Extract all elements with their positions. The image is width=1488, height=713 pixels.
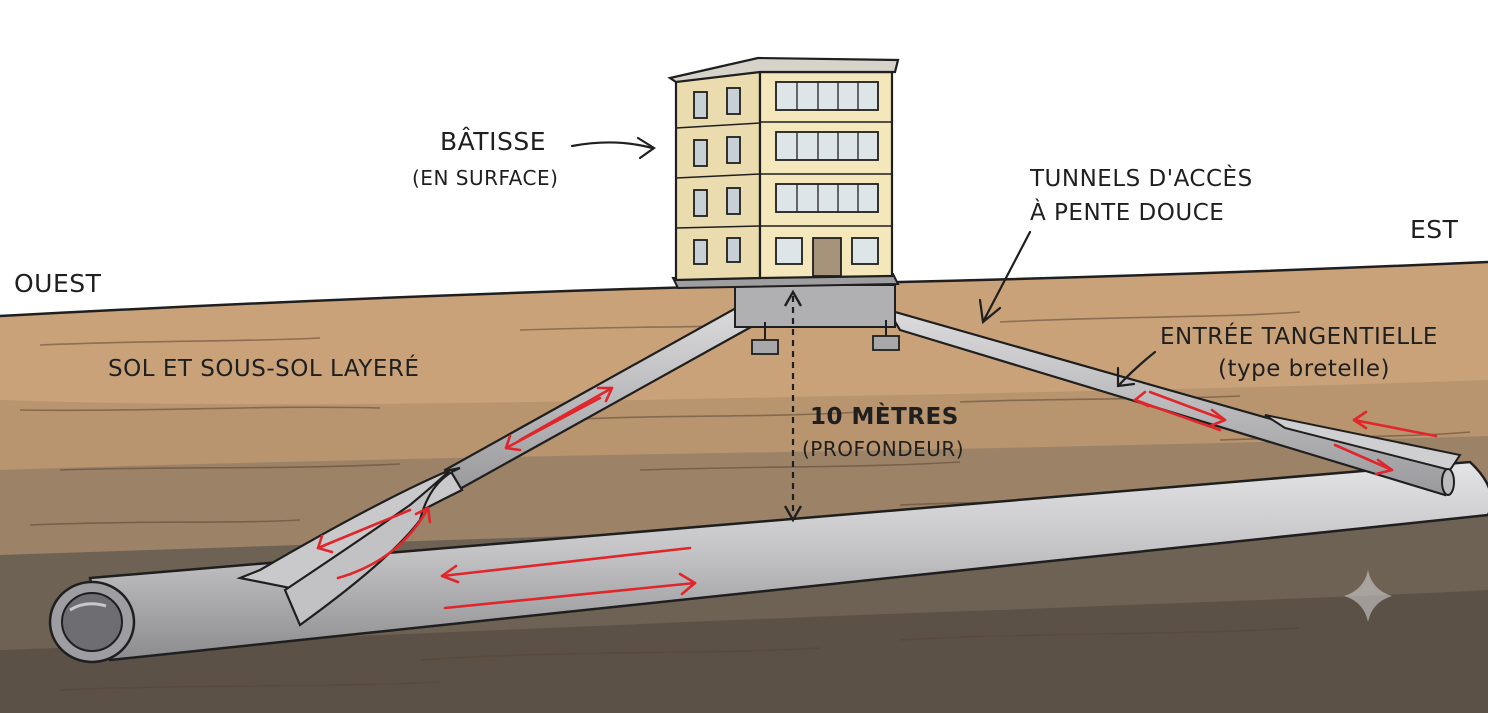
arrow-bretelle-in	[336, 506, 430, 580]
four-point-star-icon	[1344, 570, 1392, 622]
building-title: BÂTISSE	[440, 127, 546, 156]
building	[667, 56, 900, 355]
soil-label: SOL ET SOUS-SOL LAYERÉ	[108, 354, 419, 382]
arrow-bretelle-out	[316, 508, 412, 550]
east-label: EST	[1410, 215, 1459, 244]
main-tunnel	[48, 460, 1488, 664]
foundation	[734, 284, 896, 328]
west-label: OUEST	[14, 269, 102, 298]
depth-value: 10 MÈTRES	[810, 402, 959, 430]
building-pointer	[570, 141, 654, 150]
entry-subtitle: (type bretelle)	[1218, 356, 1390, 382]
arrow-west-down	[504, 396, 602, 450]
arrow-east-down	[1148, 390, 1227, 422]
traffic-arrows	[316, 386, 1438, 610]
arrow-entry-down	[1333, 443, 1394, 472]
arrow-main-west	[440, 546, 692, 578]
arrow-entry-up	[1352, 418, 1438, 438]
west-access-tunnel	[236, 299, 763, 627]
access-tunnels-title: TUNNELS D'ACCÈS	[1029, 164, 1253, 192]
access-tunnels-subtitle: À PENTE DOUCE	[1030, 198, 1224, 226]
arrow-main-east	[443, 581, 697, 610]
depth-indicator	[783, 289, 803, 523]
building-subtitle: (EN SURFACE)	[412, 166, 558, 190]
entry-title: ENTRÉE TANGENTIELLE	[1160, 322, 1438, 350]
entry-pointer	[1118, 350, 1157, 386]
callout-arrows	[570, 136, 1157, 388]
arrow-east-up	[1133, 398, 1222, 432]
access-tunnel-pointer	[982, 230, 1032, 322]
depth-subtitle: (PROFONDEUR)	[802, 437, 964, 461]
east-access-tunnel	[885, 308, 1462, 497]
building-door	[812, 237, 842, 277]
